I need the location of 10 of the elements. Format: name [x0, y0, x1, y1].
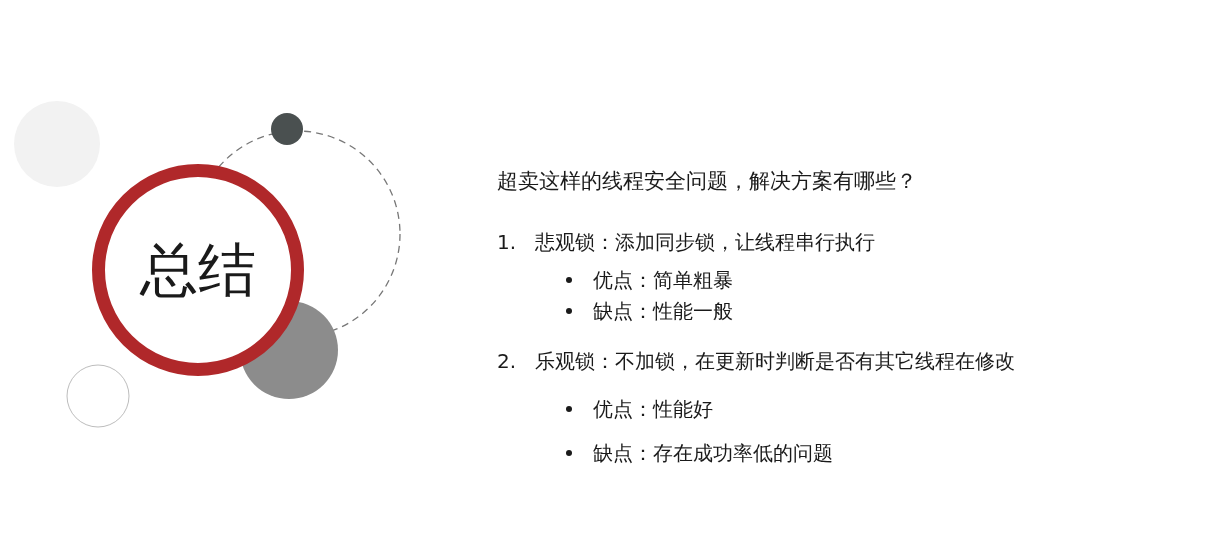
list-item: 优点：性能好	[593, 396, 713, 422]
list-number: 2.	[497, 348, 517, 374]
list-item: 缺点：存在成功率低的问题	[593, 440, 833, 466]
question-text: 超卖这样的线程安全问题，解决方案有哪些？	[497, 168, 917, 194]
title-text: 总结	[140, 235, 256, 305]
list-item: 悲观锁：添加同步锁，让线程串行执行	[535, 229, 875, 255]
list-item: 乐观锁：不加锁，在更新时判断是否有其它线程在修改	[535, 348, 1015, 374]
list-item: 缺点：性能一般	[593, 298, 733, 324]
list-item: 优点：简单粗暴	[593, 267, 733, 293]
list-number: 1.	[497, 229, 517, 255]
